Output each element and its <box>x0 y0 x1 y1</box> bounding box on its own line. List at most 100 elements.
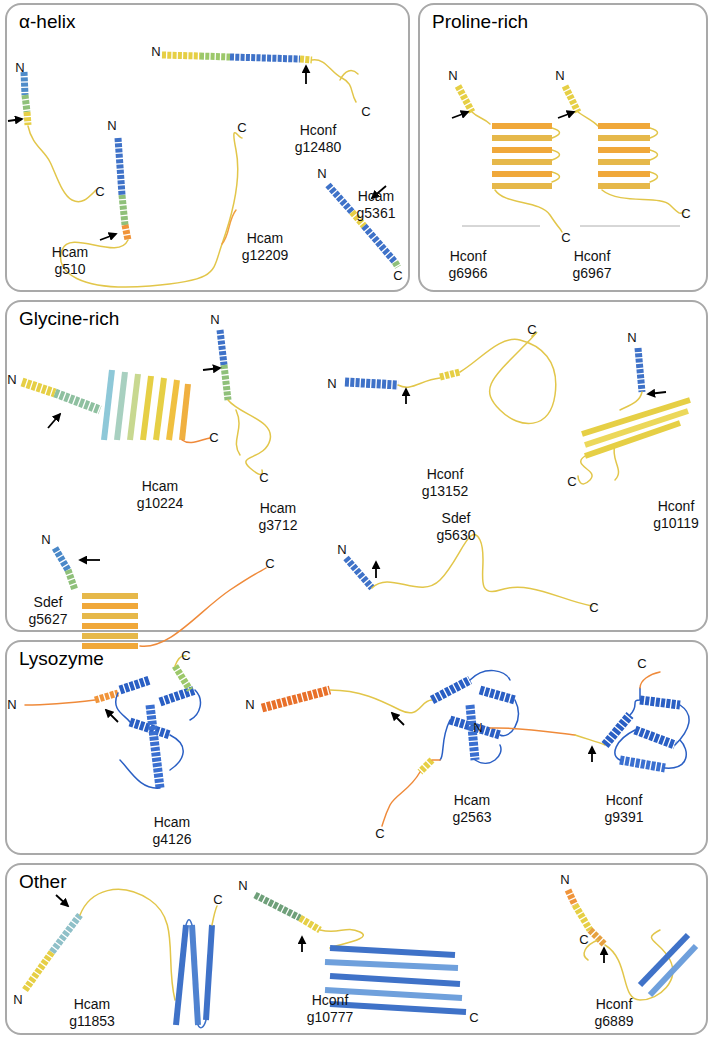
structure-g5627-part <box>82 623 138 629</box>
pointer-arrows-part <box>106 710 118 722</box>
structure-g9391-part <box>635 730 675 745</box>
structure-g5627-part <box>55 548 68 570</box>
structure-g9391-part <box>640 700 680 705</box>
structure-g10224-part <box>130 374 138 440</box>
structure-g6967-part <box>578 112 658 182</box>
terminus-label: N <box>327 376 336 391</box>
structure-g12209-part <box>125 225 128 240</box>
structure-g10777-part <box>320 929 363 948</box>
structure-g11853-part <box>52 915 80 952</box>
structure-g4126 <box>25 656 200 788</box>
terminus-label: C <box>393 268 402 283</box>
structure-g5361 <box>328 185 398 267</box>
structure-g10224-part <box>104 370 112 440</box>
terminus-label: C <box>95 184 104 199</box>
structure-g510-part <box>27 112 28 125</box>
pointer-arrows-part <box>100 234 116 240</box>
structure-g10119 <box>578 348 690 484</box>
protein-label: Hconf g12480 <box>295 122 342 155</box>
terminus-label: N <box>210 312 219 327</box>
structure-g510-part <box>24 72 25 95</box>
group-panel: Glycine-rich <box>5 300 708 632</box>
terminus-label: N <box>337 542 346 557</box>
structure-g10777-part <box>325 990 462 998</box>
group-panel: α-helix <box>5 3 410 292</box>
structure-g11853-part <box>206 925 212 1020</box>
protein-label: Hconf g6967 <box>573 248 612 281</box>
structure-g6966-part <box>472 112 560 182</box>
structure-g13152-part <box>345 382 398 385</box>
protein-label: Hcam g5361 <box>357 188 396 221</box>
group-panel: Proline-rich <box>418 3 708 292</box>
structure-g13152-part <box>440 372 460 377</box>
protein-label: Hcam g10224 <box>137 478 184 511</box>
pointer-arrows-part <box>80 559 100 561</box>
structure-g10224-part <box>143 376 151 440</box>
structure-g6967-part <box>580 226 680 227</box>
structure-g12480-part <box>230 57 300 59</box>
terminus-label: N <box>448 68 457 83</box>
terminus-label: N <box>107 118 116 133</box>
structure-g11853-part <box>176 925 186 1025</box>
terminus-label: C <box>579 932 588 947</box>
structure-g9391-part <box>490 728 575 735</box>
structure-g5630-part <box>372 535 592 606</box>
structure-g5630-part <box>346 558 372 588</box>
structure-g10224 <box>22 370 210 443</box>
structure-g5361-part <box>328 185 352 212</box>
structure-g6967-part <box>598 147 650 153</box>
structure-g9391-part <box>620 760 665 768</box>
structure-g5630 <box>346 535 592 606</box>
structure-g4126-part <box>95 693 118 700</box>
structure-g12480-part <box>162 55 200 56</box>
structure-g10224-part <box>117 372 125 440</box>
structure-g2563-part <box>330 690 432 713</box>
structure-g10224-part <box>156 378 164 440</box>
structure-g12480-part <box>200 56 230 57</box>
structure-g2563-part <box>420 760 432 772</box>
pointer-arrows-part <box>305 66 307 84</box>
structure-g2563-part <box>470 705 475 760</box>
structure-g11853 <box>25 889 217 1027</box>
structure-g6966-part <box>492 183 552 189</box>
terminus-label: C <box>237 120 246 135</box>
terminus-label: C <box>265 556 274 571</box>
structure-g6967-part <box>598 171 650 177</box>
terminus-label: C <box>213 892 222 907</box>
structure-g10224-part <box>22 382 55 393</box>
terminus-label: N <box>238 878 247 893</box>
structure-g12209-part <box>222 210 236 244</box>
structure-g10777-part <box>325 962 458 968</box>
structure-g4126-part <box>116 690 201 788</box>
structure-g9391-part <box>575 735 605 745</box>
structure-g5627-part <box>68 570 75 590</box>
structure-g10777-part <box>330 976 460 984</box>
terminus-label: C <box>469 1010 478 1025</box>
structure-g10224-part <box>182 384 188 440</box>
structure-g11853-part <box>212 906 217 925</box>
structure-g10224-part <box>169 380 177 440</box>
pointer-arrows-part <box>203 368 220 370</box>
structure-g2563-part <box>440 671 518 764</box>
structure-g12209-part <box>61 133 242 287</box>
structure-g5361-part <box>364 226 395 262</box>
structure-g5361-part <box>352 212 364 226</box>
structure-g3712-part <box>228 400 270 474</box>
pointer-arrows-part <box>591 747 593 762</box>
terminus-label: C <box>375 826 384 841</box>
terminus-label: N <box>13 992 22 1007</box>
terminus-label: C <box>681 206 690 221</box>
structure-g10224-part <box>55 393 100 410</box>
structure-g6966-part <box>492 147 552 153</box>
terminus-label: C <box>589 600 598 615</box>
structure-g5627-part <box>82 643 138 649</box>
terminus-label: N <box>627 330 636 345</box>
structure-g6966 <box>458 86 562 232</box>
structure-g4126-part <box>160 690 195 702</box>
structure-g13152 <box>345 332 556 423</box>
structure-g10777-part <box>330 1004 466 1012</box>
structure-g3712-part <box>220 330 224 365</box>
protein-label: Hconf g9391 <box>605 792 644 825</box>
